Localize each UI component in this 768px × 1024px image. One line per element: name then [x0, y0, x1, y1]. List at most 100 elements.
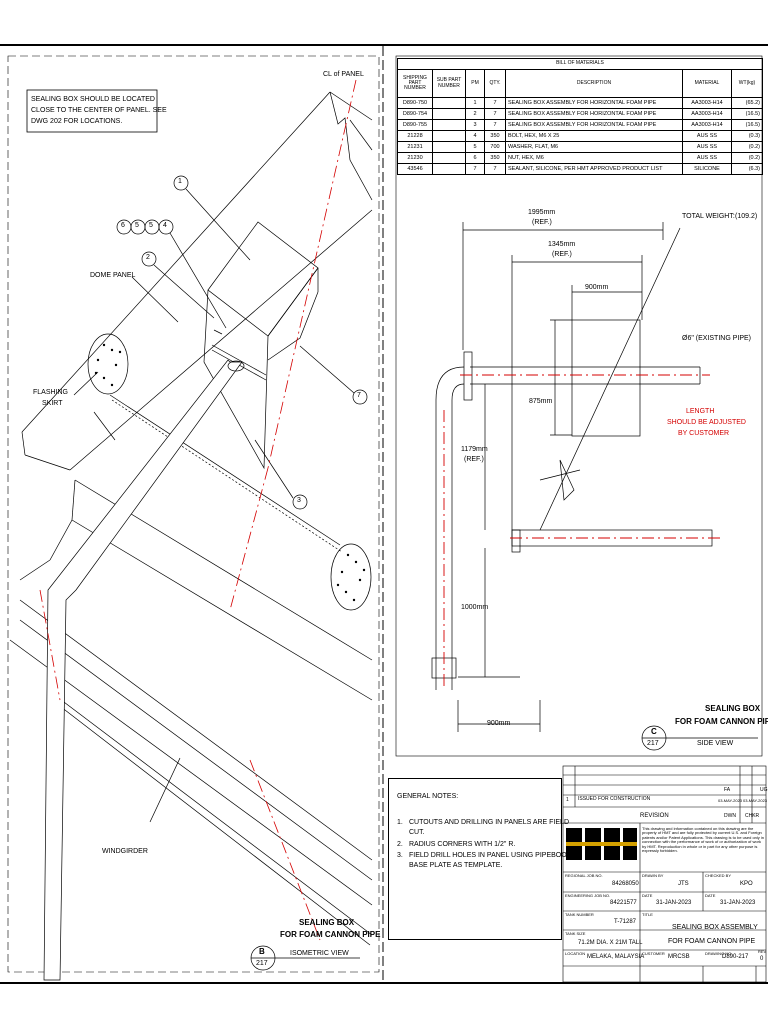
balloon-2: 2 [146, 254, 150, 261]
chkr-label: CHKR [745, 813, 760, 819]
windgirder-label: WINDGIRDER [102, 848, 148, 855]
side-view-name: SIDE VIEW [697, 740, 734, 747]
dim-1995-ref: (REF.) [532, 219, 552, 226]
bom-cell: 21231 [397, 141, 433, 153]
bom-cell [432, 119, 466, 131]
bom-cell: (6.3) [731, 163, 763, 175]
cl-label: CL of PANEL [323, 71, 364, 78]
total-weight-label: TOTAL WEIGHT: [682, 213, 735, 220]
side-view-sheet: 217 [647, 740, 659, 747]
bom-header-weight: WT(kg) [731, 69, 763, 98]
length-note-3: BY CUSTOMER [678, 430, 730, 437]
disclaimer: This drawing and information contained o… [642, 826, 765, 853]
bom-cell: 1 [465, 97, 485, 109]
bom-cell: SEALING BOX ASSEMBLY FOR HORIZONTAL FOAM… [505, 97, 683, 109]
bom-cell: (16.5) [731, 108, 763, 120]
iso-note-line2: CLOSE TO THE CENTER OF PANEL. SEE [31, 107, 167, 114]
company-logo [566, 828, 637, 860]
bom-cell: D890-754 [397, 108, 433, 120]
skirt-label: SKIRT [42, 400, 63, 407]
bom-cell [432, 163, 466, 175]
bom-cell [432, 141, 466, 153]
customer: MRCSB [668, 954, 690, 960]
dome-panel-label: DOME PANEL [90, 272, 136, 279]
bom-header-description: DESCRIPTION [505, 69, 683, 98]
location: MELAKA, MALAYSIA [587, 954, 645, 960]
note-1-line2: CUT. [409, 829, 425, 836]
bom-cell: (0.2) [731, 152, 763, 164]
dim-1179: 1179mm [461, 446, 488, 453]
rev-fa: FA [724, 787, 731, 793]
bom-cell: BOLT, HEX, M6 X 25 [505, 130, 683, 142]
checked-label: CHECKED BY [705, 873, 732, 878]
balloon-3: 3 [297, 497, 301, 504]
rev-date-1: 03-MAY-2023 [718, 798, 743, 803]
dim-1995: 1995mm [528, 209, 556, 216]
note-1-num: 1. [397, 819, 403, 826]
bom-cell: 7 [484, 163, 506, 175]
bom-cell: SEALANT, SILICONE, PER HMT APPROVED PROD… [505, 163, 683, 175]
rev-text: ISSUED FOR CONSTRUCTION [578, 796, 651, 802]
drawing-title-1: SEALING BOX ASSEMBLY [672, 924, 758, 931]
iso-view-sheet: 217 [256, 960, 268, 967]
bom-cell: SEALING BOX ASSEMBLY FOR HORIZONTAL FOAM… [505, 108, 683, 120]
iso-view-letter: B [259, 947, 265, 956]
bom-cell: WASHER, FLAT, M6 [505, 141, 683, 153]
iso-view-title-1: SEALING BOX [299, 918, 355, 927]
note-1-line1: CUTOUTS AND DRILLING IN PANELS ARE FIELD [409, 819, 570, 826]
bom-title: BILL OF MATERIALS [397, 58, 763, 70]
dim-1000: 1000mm [461, 604, 489, 611]
bom-header-sub: SUB PART NUMBER [432, 69, 466, 98]
bom-cell: 21228 [397, 130, 433, 142]
side-view-letter: C [651, 727, 657, 736]
customer-label: CUSTOMER [642, 951, 665, 956]
date-label-1: DATE [642, 893, 653, 898]
bom-cell: 7 [484, 97, 506, 109]
bom-cell: 2 [465, 108, 485, 120]
bom-cell [432, 130, 466, 142]
dwn-label: DWN [724, 813, 736, 819]
rev-label: REV [758, 949, 767, 954]
bom-cell: AA3003-H14 [682, 119, 732, 131]
bom-cell: (0.2) [731, 141, 763, 153]
side-view-title-1: SEALING BOX [705, 704, 761, 713]
bom-cell: (0.3) [731, 130, 763, 142]
rev-ug: UG [760, 787, 768, 793]
bom-cell: SEALING BOX ASSEMBLY FOR HORIZONTAL FOAM… [505, 119, 683, 131]
revision-label: REVISION [640, 813, 669, 819]
drawn-label: DRAWN BY [642, 873, 664, 878]
eng-job: 84221577 [610, 900, 637, 906]
flashing-label: FLASHING [33, 389, 69, 396]
bom-cell [432, 97, 466, 109]
title-label: TITLE [642, 912, 653, 917]
bom-cell: 7 [484, 108, 506, 120]
bom-cell: AUS SS [682, 141, 732, 153]
side-view-title-2: FOR FOAM CANNON PIPE [675, 717, 768, 726]
balloon-5b: 5 [135, 222, 139, 229]
bom-cell: AUS SS [682, 130, 732, 142]
bom-cell: AA3003-H14 [682, 97, 732, 109]
rev: 0 [760, 956, 764, 962]
iso-view-name: ISOMETRIC VIEW [290, 950, 349, 957]
balloon-7: 7 [357, 392, 361, 399]
bom-cell: 3 [465, 119, 485, 131]
bom-cell: 700 [484, 141, 506, 153]
drawing-no-label: DRAWING NO. [705, 951, 733, 956]
bom-cell: 350 [484, 130, 506, 142]
dim-900-top: 900mm [585, 284, 609, 291]
rev-date-2: 03-MAY-2023 [743, 798, 768, 803]
general-notes: GENERAL NOTES: 1. CUTOUTS AND DRILLING I… [388, 778, 571, 940]
dim-1345: 1345mm [548, 241, 576, 248]
bom-cell: 7 [484, 119, 506, 131]
eng-job-label: ENGINEERING JOB NO. [565, 893, 611, 898]
location-label: LOCATION [565, 951, 586, 956]
date-label-2: DATE [705, 893, 716, 898]
balloon-5a: 5 [149, 222, 153, 229]
side-view-drawing [431, 222, 758, 751]
isometric-drawing [9, 89, 373, 981]
bom-cell: (65.2) [731, 97, 763, 109]
